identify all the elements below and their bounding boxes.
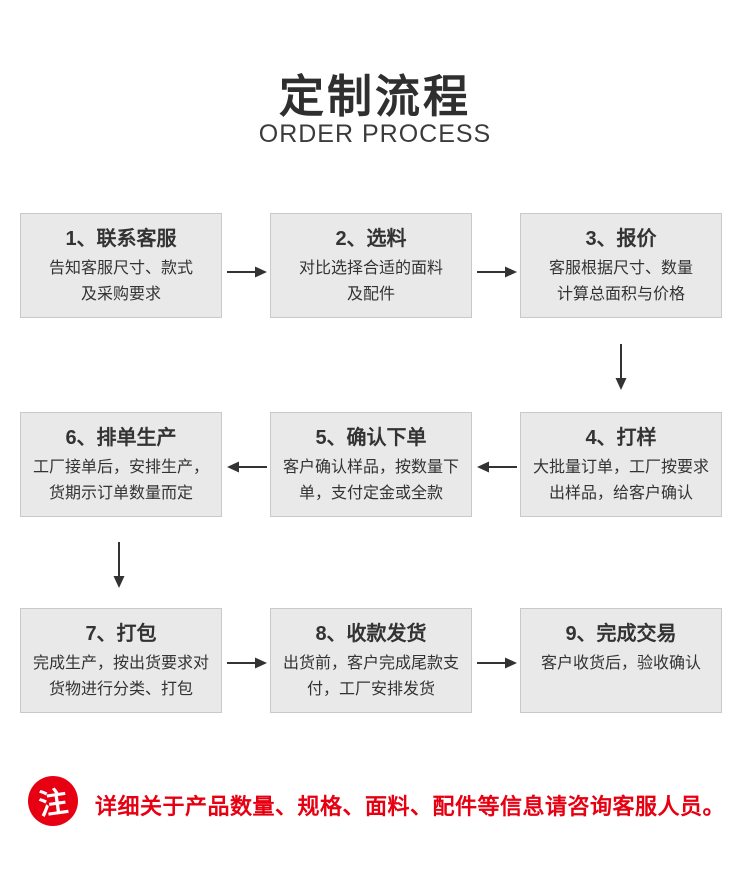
step-body: 对比选择合适的面料 及配件 <box>298 260 443 303</box>
step-title: 9、完成交易 <box>565 623 677 645</box>
arrow-right-icon <box>227 656 267 670</box>
step-body: 大批量订单，工厂按要求 出样品，给客户确认 <box>532 459 709 502</box>
step-box-8: 8、收款发货 出货前，客户完成尾款支 付，工厂安排发货 <box>270 608 472 713</box>
arrow-right-icon <box>477 656 517 670</box>
step-body: 客服根据尺寸、数量 计算总面积与价格 <box>548 260 693 303</box>
step-body: 客户收货后，验收确认 <box>540 655 701 672</box>
step-title: 8、收款发货 <box>315 623 427 645</box>
step-box-4: 4、打样 大批量订单，工厂按要求 出样品，给客户确认 <box>520 412 722 517</box>
step-box-5: 5、确认下单 客户确认样品，按数量下 单，支付定金或全款 <box>270 412 472 517</box>
arrow-right-icon <box>477 265 517 279</box>
step-box-7: 7、打包 完成生产，按出货要求对 货物进行分类、打包 <box>20 608 222 713</box>
step-title: 6、排单生产 <box>65 427 177 449</box>
page-subtitle: ORDER PROCESS <box>258 120 492 148</box>
step-title: 5、确认下单 <box>315 427 427 449</box>
step-body: 完成生产，按出货要求对 货物进行分类、打包 <box>32 655 209 698</box>
page-title: 定制流程 <box>278 71 471 122</box>
note-text: 详细关于产品数量、规格、面料、配件等信息请咨询客服人员。 <box>95 794 726 819</box>
arrow-left-icon <box>227 460 267 474</box>
arrow-down-icon <box>112 542 126 588</box>
arrow-left-icon <box>477 460 517 474</box>
step-body: 工厂接单后，安排生产， 货期示订单数量而定 <box>32 459 209 502</box>
step-title: 2、选料 <box>335 228 407 250</box>
step-title: 7、打包 <box>85 623 157 645</box>
step-title: 1、联系客服 <box>65 228 177 250</box>
arrow-right-icon <box>227 265 267 279</box>
step-box-9: 9、完成交易 客户收货后，验收确认 <box>520 608 722 713</box>
step-box-2: 2、选料 对比选择合适的面料 及配件 <box>270 213 472 318</box>
arrow-down-icon <box>614 344 628 390</box>
step-body: 出货前，客户完成尾款支 付，工厂安排发货 <box>282 655 459 698</box>
step-box-6: 6、排单生产 工厂接单后，安排生产， 货期示订单数量而定 <box>20 412 222 517</box>
note-badge: 注 <box>24 772 82 830</box>
step-body: 客户确认样品，按数量下 单，支付定金或全款 <box>282 459 459 502</box>
step-title: 4、打样 <box>585 427 657 449</box>
step-body: 告知客服尺寸、款式 及采购要求 <box>48 260 193 303</box>
step-box-3: 3、报价 客服根据尺寸、数量 计算总面积与价格 <box>520 213 722 318</box>
step-box-1: 1、联系客服 告知客服尺寸、款式 及采购要求 <box>20 213 222 318</box>
step-title: 3、报价 <box>585 228 657 250</box>
